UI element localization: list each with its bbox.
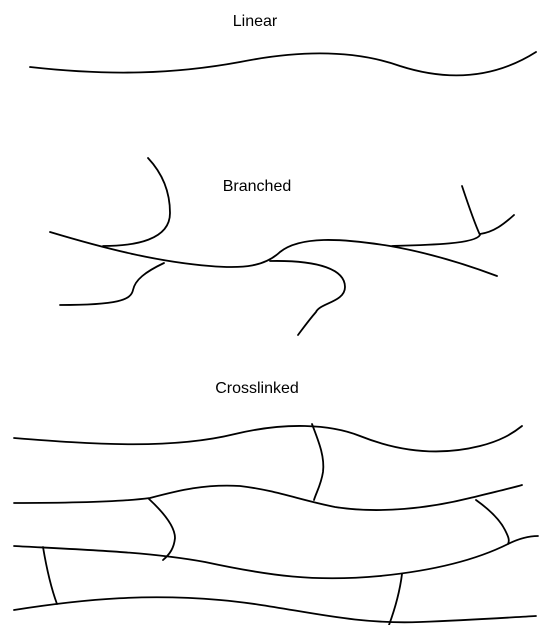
branch-lower-middle: [270, 261, 345, 335]
linear-chain: [30, 52, 536, 75]
crosslinked-chain-1: [14, 426, 522, 452]
crosslink-4: [43, 547, 57, 604]
crosslink-2: [149, 499, 175, 560]
crosslinked-panel: Crosslinked: [14, 380, 538, 625]
branched-backbone: [50, 232, 497, 276]
branch-upper-right: [392, 186, 480, 246]
crosslinked-label: Crosslinked: [215, 380, 299, 397]
branched-panel: Branched: [50, 158, 514, 335]
crosslink-1: [312, 424, 323, 500]
branch-lower-left: [60, 263, 164, 305]
linear-panel: Linear: [30, 13, 536, 75]
linear-label: Linear: [233, 13, 278, 30]
branch-upper-right-tail: [480, 215, 514, 234]
branched-label: Branched: [223, 178, 292, 195]
crosslinked-chain-2: [14, 485, 522, 510]
crosslinked-chain-4: [14, 597, 536, 622]
branch-upper-left: [103, 158, 170, 246]
crosslink-5: [389, 574, 402, 625]
crosslink-3: [476, 500, 509, 544]
crosslinked-chain-3: [14, 536, 538, 578]
